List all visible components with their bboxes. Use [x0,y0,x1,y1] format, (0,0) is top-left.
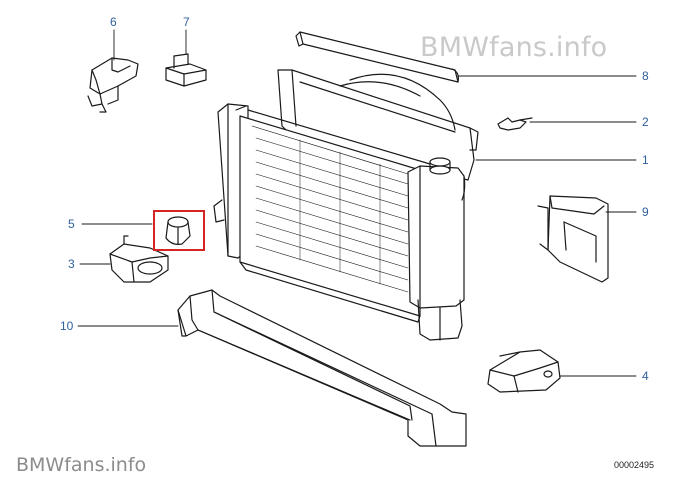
callout-10: 10 [60,319,74,333]
part-10-lower-duct [177,289,467,447]
part-6-bracket [87,57,139,113]
part-7-rubber-mount [165,53,207,87]
callout-6: 6 [110,15,117,29]
radiator-core [213,103,466,341]
leader-lines [77,29,637,377]
part-8-seal-strip [295,31,459,83]
part-2-clip [497,117,533,131]
callout-1: 1 [642,153,649,167]
callout-7: 7 [183,15,190,29]
highlight-box-part-5 [153,210,205,251]
watermark-top: BMWfans.info [420,32,608,63]
callout-8: 8 [642,69,649,83]
part-9-side-deflector [537,195,609,283]
diagram-id: 00002495 [614,460,655,470]
callout-9: 9 [642,205,649,219]
callout-3: 3 [68,257,75,271]
callout-4: 4 [642,369,649,383]
part-3-lower-mount [109,235,169,283]
watermark-bottom: BMWfans.info [16,454,147,476]
part-5-bushing [165,216,191,245]
part-4-mount-bracket [487,349,561,393]
callout-5: 5 [68,217,75,231]
callout-2: 2 [642,115,649,129]
part-1-fan-shroud [277,69,479,181]
